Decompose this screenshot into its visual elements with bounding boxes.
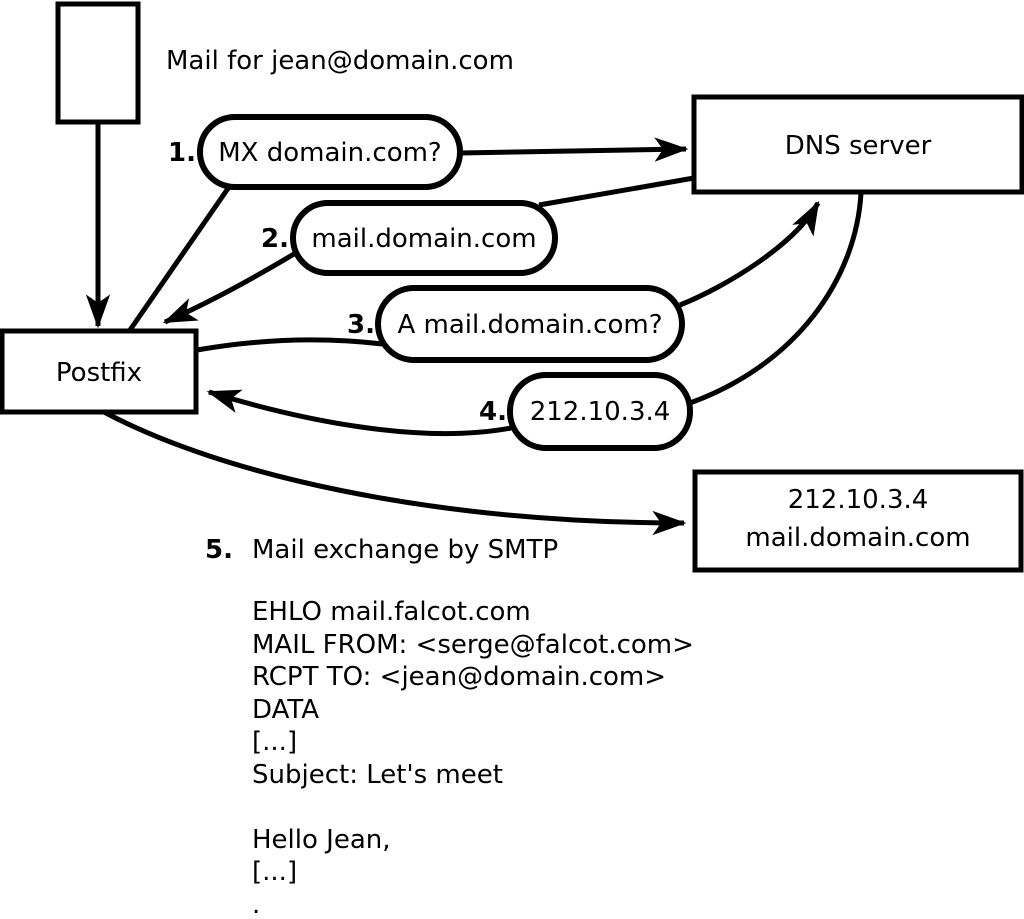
pill-query-mx xyxy=(197,114,463,190)
step3-number: 3. xyxy=(347,310,375,340)
step5-label: Mail exchange by SMTP xyxy=(252,535,558,565)
edge-postfix-to-query3 xyxy=(196,337,399,353)
mail-server-box xyxy=(692,469,1024,573)
pill-answer-a xyxy=(507,372,693,451)
arrow-query3-to-dns xyxy=(679,200,821,308)
edge-postfix-to-query1 xyxy=(127,185,232,332)
step3-label: A mail.domain.com? xyxy=(398,310,663,340)
edge-dns-to-answer2 xyxy=(538,175,695,208)
dns-server-label: DNS server xyxy=(785,131,932,161)
mail-note-label: Mail for jean@domain.com xyxy=(166,46,514,76)
step4-number: 4. xyxy=(479,397,507,427)
arrow-answer2-to-postfix xyxy=(162,251,296,325)
envelope-box xyxy=(55,1,141,125)
mail-server-host-label: mail.domain.com xyxy=(745,523,970,553)
postfix-box xyxy=(0,328,199,415)
step2-number: 2. xyxy=(261,224,289,254)
pill-query-a xyxy=(375,285,685,363)
step5-number: 5. xyxy=(205,535,233,565)
edge-dns-to-answer4 xyxy=(689,192,864,406)
step4-label: 212.10.3.4 xyxy=(530,397,671,427)
pill-answer-mx xyxy=(290,200,558,276)
dns-server-box xyxy=(691,94,1024,195)
postfix-label: Postfix xyxy=(56,358,142,388)
step1-label: MX domain.com? xyxy=(218,138,441,168)
step1-number: 1. xyxy=(168,138,196,168)
smtp-session-transcript: EHLO mail.falcot.com MAIL FROM: <serge@f… xyxy=(252,597,694,919)
step2-label: mail.domain.com xyxy=(311,224,536,254)
arrow-answer4-to-postfix xyxy=(206,389,512,437)
arrow-postfix-to-mailserver xyxy=(102,409,687,536)
mail-server-ip-label: 212.10.3.4 xyxy=(788,485,929,515)
arrow-query1-to-dns xyxy=(459,137,689,162)
